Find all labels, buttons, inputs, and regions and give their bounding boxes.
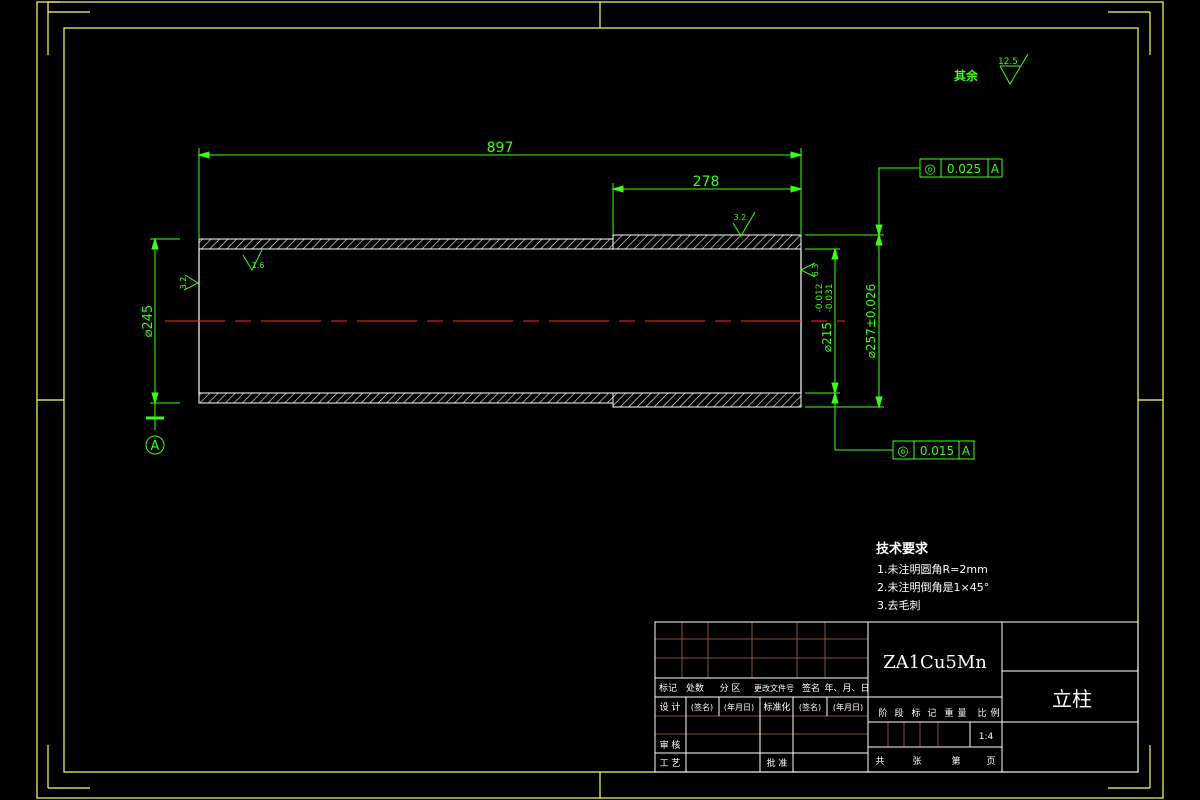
tb-standard-date: (年月日) — [833, 702, 863, 712]
tb-header-label: 年、月、日 — [824, 682, 869, 694]
datum-label: A — [151, 439, 160, 454]
title-block: 标记 处数 分 区 更改文件号 签名 年、月、日 设 计 (签名) (年月日) … — [654, 621, 1139, 773]
tech-req-title: 技术要求 — [876, 541, 929, 557]
tolerance-top-datum: A — [991, 162, 1000, 176]
roughness-outer-step: 3.2 — [734, 213, 747, 222]
tolerance-bottom-value: 0.015 — [920, 444, 954, 458]
coaxiality-icon: ◎ — [924, 162, 935, 177]
tech-req-item: 1.未注明圆角R=2mm — [877, 562, 988, 576]
tolerance-top-value: 0.025 — [947, 162, 981, 176]
tb-standard-label: 标准化 — [763, 701, 790, 713]
tb-process-label: 工 艺 — [660, 758, 681, 769]
tb-weight-label: 量 — [957, 708, 966, 719]
roughness-inner-left: 1.6 — [252, 261, 265, 270]
tb-stage-label: 阶 — [878, 707, 887, 719]
tech-req-item: 2.未注明倒角是1×45° — [877, 580, 989, 594]
tb-scale-label: 比 — [977, 707, 986, 719]
tb-header-label: 标记 — [659, 682, 677, 694]
tb-review-label: 审 核 — [660, 739, 681, 751]
roughness-end-right: 6.3 — [811, 264, 820, 277]
tb-header-label: 分 区 — [720, 683, 741, 694]
tb-standard-sign: (签名) — [799, 702, 821, 712]
step-length-label: 278 — [693, 174, 720, 190]
dimensions — [145, 53, 1029, 455]
tb-header-label: 签名 — [802, 682, 820, 694]
tolerance-bottom-datum: A — [962, 444, 971, 458]
tolerance-frame-top: ◎ 0.025 A — [919, 158, 1003, 178]
tb-design-label: 设 计 — [660, 701, 681, 713]
tb-scale-label: 例 — [990, 707, 999, 719]
roughness-end-left: 3.2 — [179, 277, 188, 290]
tb-sheet-label: 页 — [986, 756, 995, 767]
tb-approve-label: 批 准 — [767, 757, 788, 769]
inner-tol-upper: -0.012 — [815, 283, 825, 312]
overall-length-label: 897 — [487, 140, 514, 156]
tb-stage-label: 记 — [927, 708, 936, 719]
coaxiality-icon: ◎ — [897, 444, 908, 459]
tb-stage-label: 标 — [911, 707, 920, 719]
tolerance-frame-bottom: ◎ 0.015 A — [892, 440, 975, 460]
tb-sheet-label: 张 — [912, 756, 921, 767]
left-diameter-label: ⌀245 — [141, 305, 156, 338]
tb-design-date: (年月日) — [724, 702, 754, 712]
inner-diameter-label: ⌀215 — [820, 322, 834, 352]
roughness-rest-value: 12.5 — [998, 57, 1018, 67]
tb-stage-label: 段 — [894, 707, 903, 719]
tb-scale-value: 1:4 — [979, 732, 994, 742]
technical-requirements: 技术要求 1.未注明圆角R=2mm 2.未注明倒角是1×45° 3.去毛刺 — [876, 541, 989, 612]
tb-material: ZA1Cu5Mn — [883, 652, 987, 673]
tb-part-name: 立柱 — [1052, 687, 1092, 711]
tb-sheet-label: 共 — [875, 756, 884, 767]
tb-weight-label: 重 — [944, 707, 953, 719]
part-geometry — [198, 234, 802, 408]
roughness-rest-label: 其余 — [954, 68, 979, 83]
inner-tol-lower: -0.031 — [825, 283, 835, 312]
tech-req-item: 3.去毛刺 — [877, 599, 921, 612]
tb-design-sign: (签名) — [691, 702, 713, 712]
tb-header-label: 处数 — [686, 682, 704, 694]
outer-diameter-label: ⌀257±0.026 — [864, 284, 878, 359]
tb-header-label: 更改文件号 — [754, 683, 794, 693]
drawing-frame — [36, 1, 1164, 799]
tb-sheet-label: 第 — [951, 755, 960, 767]
